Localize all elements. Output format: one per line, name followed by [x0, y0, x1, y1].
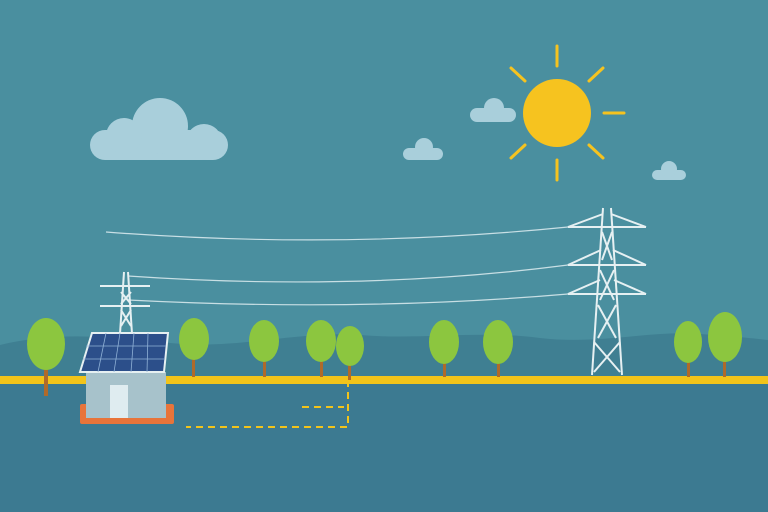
tree-icon: [483, 320, 513, 377]
tree-icon: [27, 318, 65, 396]
cloud-icon: [403, 138, 443, 160]
cloud-icon: [470, 98, 516, 122]
tree-icon: [674, 321, 702, 377]
tree-icon: [336, 326, 364, 380]
power-pylon-icon: [100, 271, 150, 335]
horizon-line: [0, 376, 768, 384]
sun-icon: [509, 44, 626, 182]
tree-icon: [708, 312, 742, 377]
cloud-icon: [90, 98, 228, 160]
cloud-icon: [652, 161, 686, 180]
sky: [0, 0, 768, 380]
solar-panel-icon: [78, 332, 170, 373]
tree-icon: [249, 320, 279, 377]
power-pylon-icon: [567, 207, 647, 376]
power-lines: [105, 226, 569, 306]
tree-icon: [429, 320, 459, 377]
house-icon: [80, 372, 174, 424]
tree-icon: [179, 318, 209, 377]
tree-icon: [306, 320, 336, 377]
underground-cable: [186, 380, 349, 428]
